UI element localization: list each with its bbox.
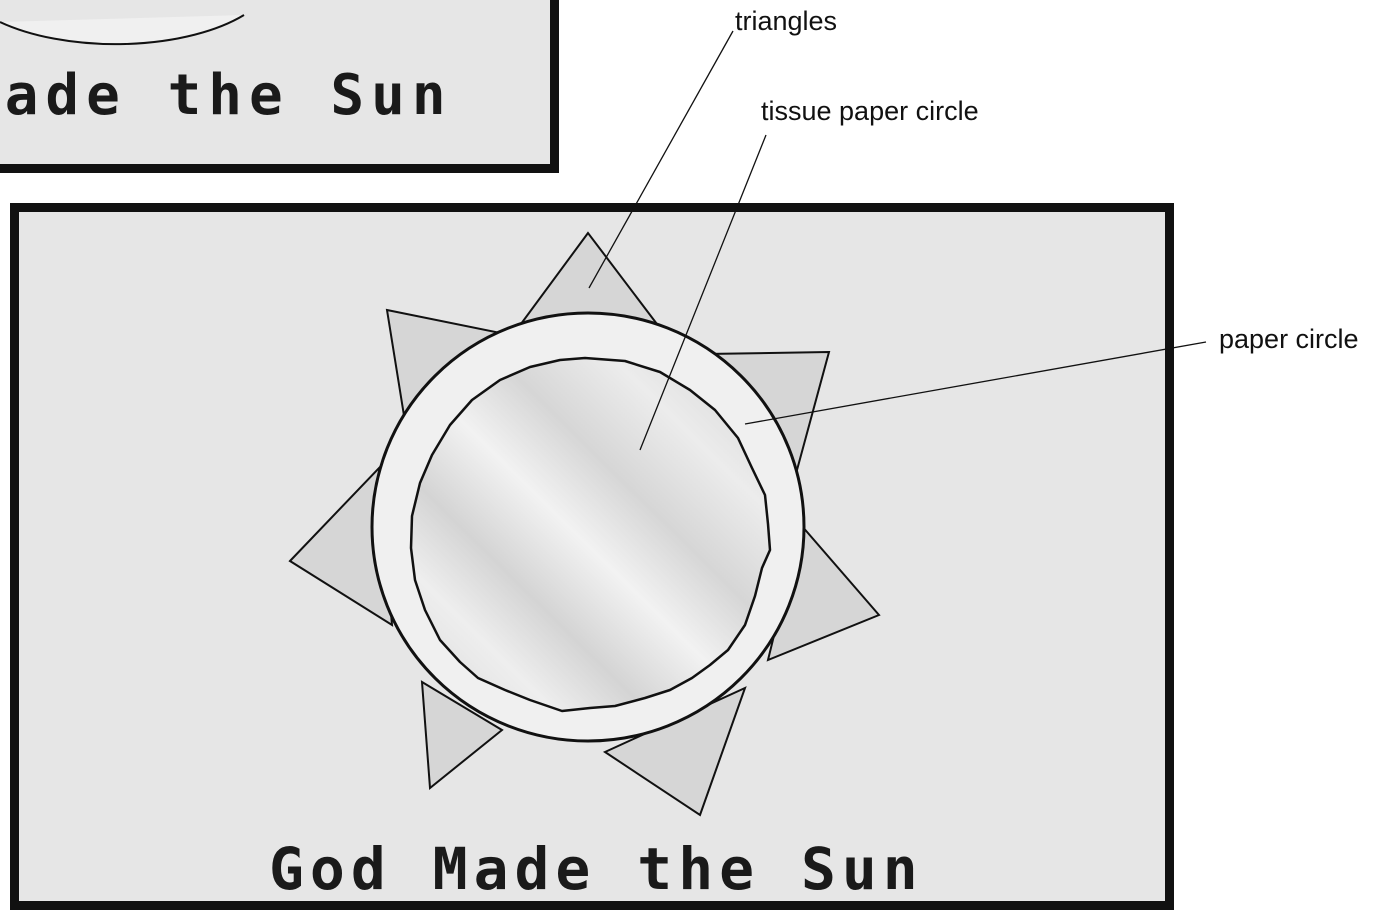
paper-circle-label: paper circle <box>1219 324 1359 355</box>
tissue-paper-circle-label: tissue paper circle <box>761 96 979 127</box>
triangles-leader-line <box>589 31 733 288</box>
triangles-label: triangles <box>735 6 837 37</box>
tissue-paper-circle <box>411 358 770 711</box>
